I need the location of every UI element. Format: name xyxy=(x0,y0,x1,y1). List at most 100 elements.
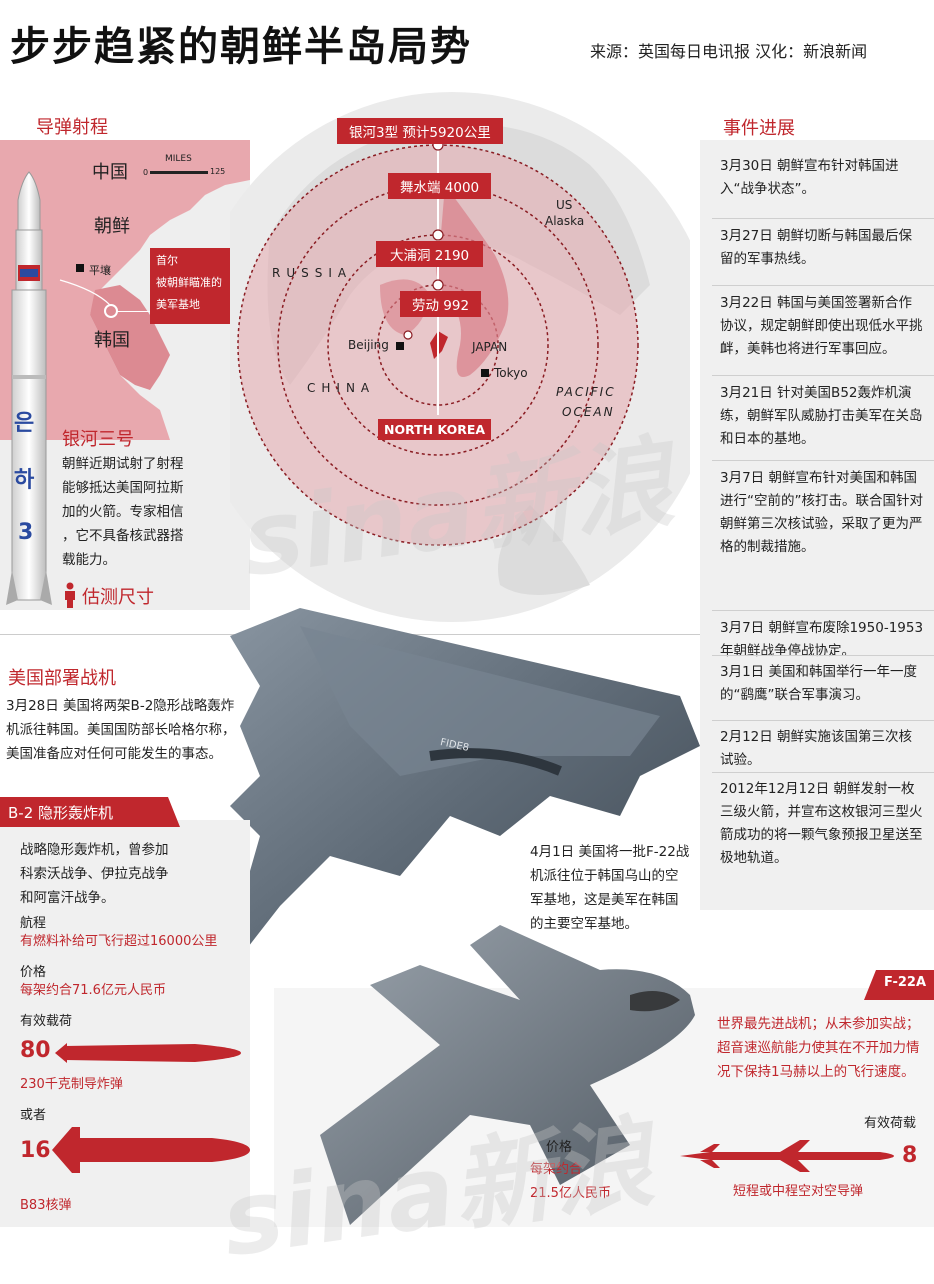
f22-deploy-text: 4月1日 美国将一批F-22战 机派往位于韩国乌山的空 军基地，这是美军在韩国 … xyxy=(530,840,700,936)
map-beijing: Beijing xyxy=(348,338,389,352)
us-deploy-title: 美国部署战机 xyxy=(8,668,116,689)
f22-payload-label: 有效荷载 xyxy=(864,1116,917,1131)
seoul-callout-line-2: 被朝鲜瞄准的 xyxy=(156,276,222,289)
b2-payload2-name: B83核弹 xyxy=(20,1198,72,1213)
us-deploy-line-1: 3月28日 美国将两架B-2隐形战略轰炸 xyxy=(6,698,235,714)
f22-payload-count: 8 xyxy=(902,1143,918,1168)
event-item: 3月7日 朝鲜宣布废除1950-1953年朝鲜战争停战协定。 xyxy=(720,620,924,659)
f22-deploy-line-2: 机派往位于韩国乌山的空 xyxy=(530,868,679,884)
or-label: 或者 xyxy=(20,1108,47,1123)
map-label-north-korea: 朝鲜 xyxy=(94,216,130,237)
b2-desc-line-3: 和阿富汗战争。 xyxy=(20,890,115,906)
b2-desc-line-2: 科索沃战争、伊拉克战争 xyxy=(20,866,169,882)
f22-desc-line-2: 超音速巡航能力使其在不开加力情 xyxy=(717,1040,920,1056)
events-panel-background xyxy=(700,140,934,910)
b2-bomber-illustration xyxy=(210,608,700,996)
scale-bar xyxy=(150,171,208,174)
rocket-text-2: 하 xyxy=(14,468,35,493)
event-item: 3月21日 针对美国B52轰炸机演练，朝鲜军队威胁打击美军在关岛和日本的基地。 xyxy=(720,385,923,447)
missile-range-globe xyxy=(230,92,690,622)
f22-deploy-line-1: 4月1日 美国将一批F-22战 xyxy=(530,844,690,860)
beijing-marker xyxy=(396,342,404,350)
seoul-callout-line-1: 首尔 xyxy=(156,254,178,267)
b2-payload1-count: 80 xyxy=(20,1038,51,1063)
event-divider xyxy=(712,375,934,376)
f22-raptor-illustration xyxy=(320,925,695,1225)
event-divider xyxy=(712,720,934,721)
guided-bomb-icon xyxy=(55,1043,241,1063)
f22-tag-background xyxy=(864,970,934,1000)
f22-price-label: 价格 xyxy=(546,1140,573,1155)
seoul-callout: 首尔 被朝鲜瞄准的 美军基地 xyxy=(150,248,240,324)
rocket-text-3: 3 xyxy=(18,520,34,545)
map-alaska: Alaska xyxy=(545,214,585,228)
unha3-rocket-illustration xyxy=(6,171,52,605)
us-deploy-line-3: 美国准备应对任何可能发生的事态。 xyxy=(6,746,222,762)
nuclear-bomb-icon xyxy=(52,1127,250,1173)
event-divider xyxy=(712,610,934,611)
scale-max-label: 125 xyxy=(210,167,226,176)
f22-deploy-line-3: 军基地，这是美军在韩国 xyxy=(530,892,679,908)
event-item: 3月30日 朝鲜宣布针对韩国进入“战争状态”。 xyxy=(720,158,899,197)
f22-desc-line-3: 况下保持1马赫以上的飞行速度。 xyxy=(717,1064,915,1080)
event-divider xyxy=(712,218,934,219)
b2-tag-background xyxy=(0,797,180,827)
event-divider xyxy=(712,772,934,773)
events-title: 事件进展 xyxy=(723,118,795,139)
f22-price-line-2: 21.5亿人民币 xyxy=(530,1186,611,1201)
map-ocean: OCEAN xyxy=(562,405,615,419)
event-item: 3月22日 韩国与美国签署新合作协议，规定朝鲜即使出现低水平挑衅，美韩也将进行军… xyxy=(720,295,923,357)
missile-range-title: 导弹射程 xyxy=(36,117,108,138)
map-russia: RUSSIA xyxy=(272,266,353,280)
f22-description: 世界最先进战机；从未参加实战； 超音速巡航能力使其在不开加力情 况下保持1马赫以… xyxy=(717,1012,931,1084)
seoul-marker xyxy=(104,304,118,318)
rocket-desc-line-4: ，它不具备核武器搭 xyxy=(62,528,184,544)
seoul-callout-line xyxy=(117,311,153,312)
rocket-description: 朝鲜近期试射了射程 能够抵达美国阿拉斯 加的火箭。专家相信 ，它不具备核武器搭 … xyxy=(62,452,202,572)
event-item: 3月27日 朝鲜切断与韩国最后保留的军事热线。 xyxy=(720,228,913,267)
scale-miles-label: MILES xyxy=(165,154,192,164)
range-label-rodong: 劳动 992 xyxy=(400,291,482,317)
b2-price-label: 价格 xyxy=(20,965,47,980)
map-us: US xyxy=(556,198,573,212)
map-tokyo: Tokyo xyxy=(494,366,528,380)
b2-price-value: 每架约合71.6亿元人民币 xyxy=(20,983,166,998)
map-japan: JAPAN xyxy=(472,340,508,354)
range-label-musudan: 舞水端 4000 xyxy=(388,173,492,199)
air-to-air-missile-icon xyxy=(680,1140,894,1172)
range-label-unha3: 银河3型 预计5920公里 xyxy=(337,118,503,144)
rocket-desc-line-2: 能够抵达美国阿拉斯 xyxy=(62,480,184,496)
map-china: CHINA xyxy=(307,381,376,395)
person-scale-icon xyxy=(65,582,75,608)
rocket-desc-line-5: 载能力。 xyxy=(62,552,116,568)
us-deploy-text: 3月28日 美国将两架B-2隐形战略轰炸 机派往韩国。美国国防部长哈格尔称， 美… xyxy=(6,694,256,766)
event-divider xyxy=(712,655,934,656)
us-deploy-line-2: 机派往韩国。美国国防部长哈格尔称， xyxy=(6,722,236,738)
page-title: 步步趋紧的朝鲜半岛局势 xyxy=(10,24,472,70)
event-item: 2012年12月12日 朝鲜发射一枚三级火箭，并宣布这枚银河三型火箭成功的将一颗… xyxy=(720,781,923,866)
map-north-korea: NORTH KOREA xyxy=(378,419,492,440)
event-divider xyxy=(712,285,934,286)
f22-tag: F-22A xyxy=(884,975,927,990)
f22-deploy-line-4: 的主要空军基地。 xyxy=(530,916,638,932)
tokyo-marker xyxy=(481,369,489,377)
map-label-china: 中国 xyxy=(92,162,128,183)
pyongyang-marker xyxy=(76,264,84,272)
b2-description: 战略隐形轰炸机，曾参加 科索沃战争、伊拉克战争 和阿富汗战争。 xyxy=(20,838,220,910)
event-divider xyxy=(712,460,934,461)
map-label-pyongyang: 平壤 xyxy=(89,264,111,277)
range-label-taepodong: 大浦洞 2190 xyxy=(376,241,484,267)
f22-desc-line-1: 世界最先进战机；从未参加实战； xyxy=(717,1016,920,1032)
seoul-callout-line-3: 美军基地 xyxy=(156,298,200,311)
b2-payload1-name: 230千克制导炸弹 xyxy=(20,1077,123,1092)
size-estimate-label: 估测尺寸 xyxy=(82,587,154,608)
map-pacific: PACIFIC xyxy=(556,385,616,399)
rocket-name: 银河三号 xyxy=(62,429,134,450)
b2-payload2-count: 16 xyxy=(20,1138,51,1163)
f22-price-line-1: 每架约合 xyxy=(530,1162,583,1177)
event-item: 3月1日 美国和韩国举行一年一度的“鹞鹰”联合军事演习。 xyxy=(720,664,917,703)
b2-range-value: 有燃料补给可飞行超过16000公里 xyxy=(20,934,218,949)
event-item: 2月12日 朝鲜实施该国第三次核试验。 xyxy=(720,729,913,768)
rocket-desc-line-1: 朝鲜近期试射了射程 xyxy=(62,456,184,472)
f22-payload-name: 短程或中程空对空导弹 xyxy=(733,1184,864,1199)
